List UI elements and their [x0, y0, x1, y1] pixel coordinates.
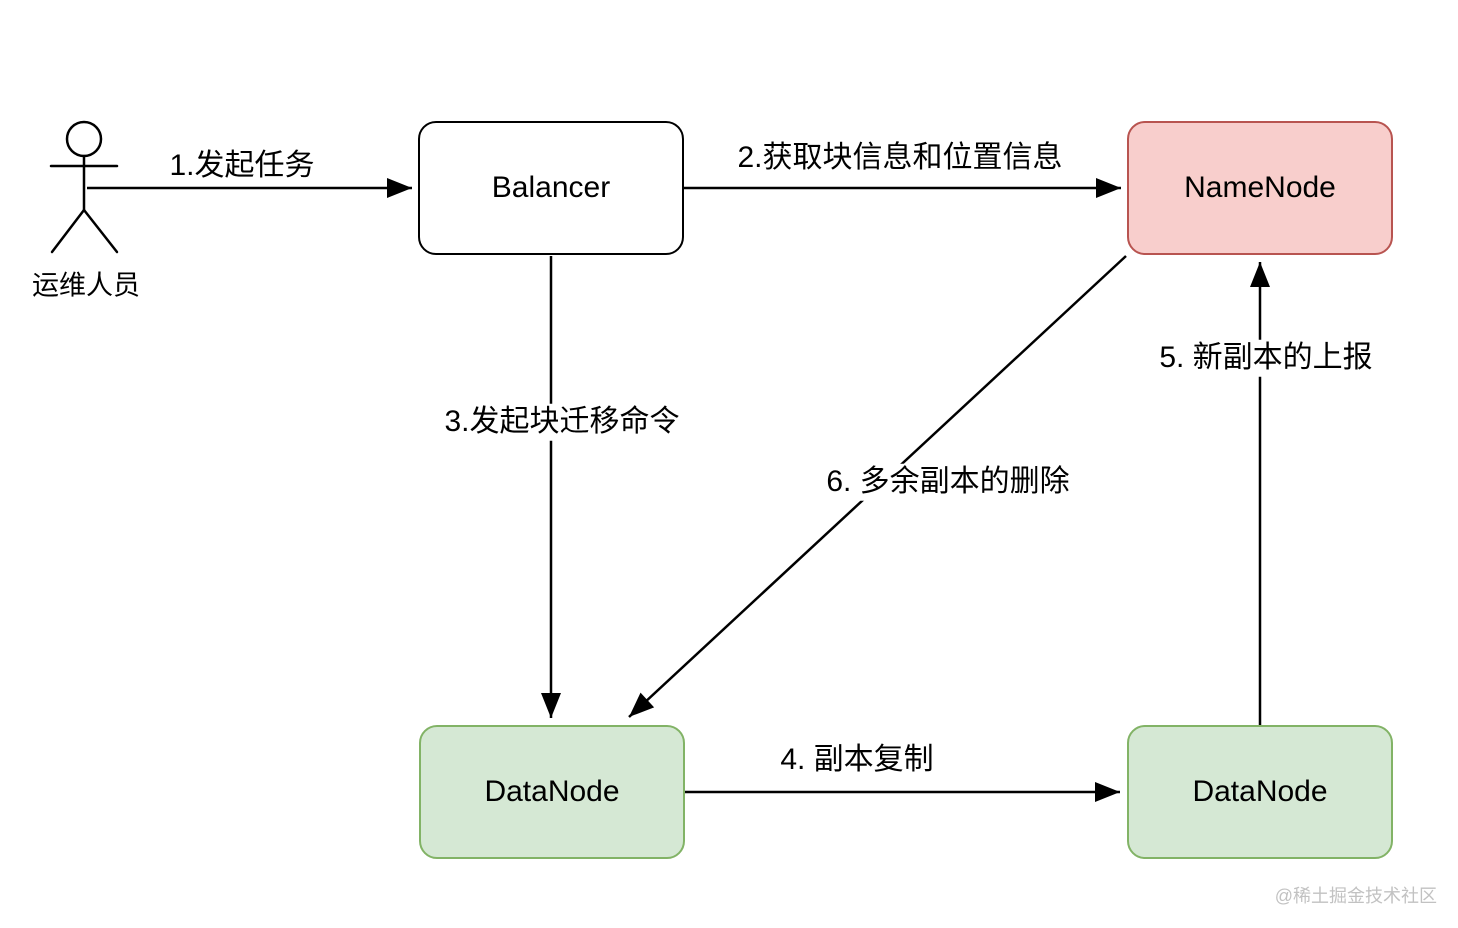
- node-namenode-label: NameNode: [1184, 171, 1336, 204]
- watermark: @稀土掘金技术社区: [1274, 886, 1437, 906]
- node-datanode-left: DataNode: [419, 725, 685, 859]
- actor-leg-left: [50, 208, 86, 254]
- edge-1-label: 1.发起任务: [169, 148, 315, 182]
- actor-figure: [49, 120, 119, 254]
- node-datanode-left-label: DataNode: [484, 775, 620, 808]
- node-balancer-label: Balancer: [491, 171, 611, 204]
- node-datanode-right: DataNode: [1127, 725, 1393, 859]
- node-balancer: Balancer: [418, 121, 684, 255]
- node-namenode: NameNode: [1127, 121, 1393, 255]
- edge-3-label: 3.发起块迁移命令: [440, 403, 684, 441]
- node-datanode-right-label: DataNode: [1192, 775, 1328, 808]
- edge-5-label: 5. 新副本的上报: [1155, 339, 1377, 377]
- actor-leg-right: [82, 208, 119, 254]
- edge-4-label: 4. 副本复制: [780, 742, 934, 776]
- edge-6-label: 6. 多余副本的删除: [822, 463, 1074, 501]
- actor-label: 运维人员: [32, 270, 140, 301]
- edge-2-label: 2.获取块信息和位置信息: [737, 140, 1063, 174]
- actor-head: [65, 120, 103, 158]
